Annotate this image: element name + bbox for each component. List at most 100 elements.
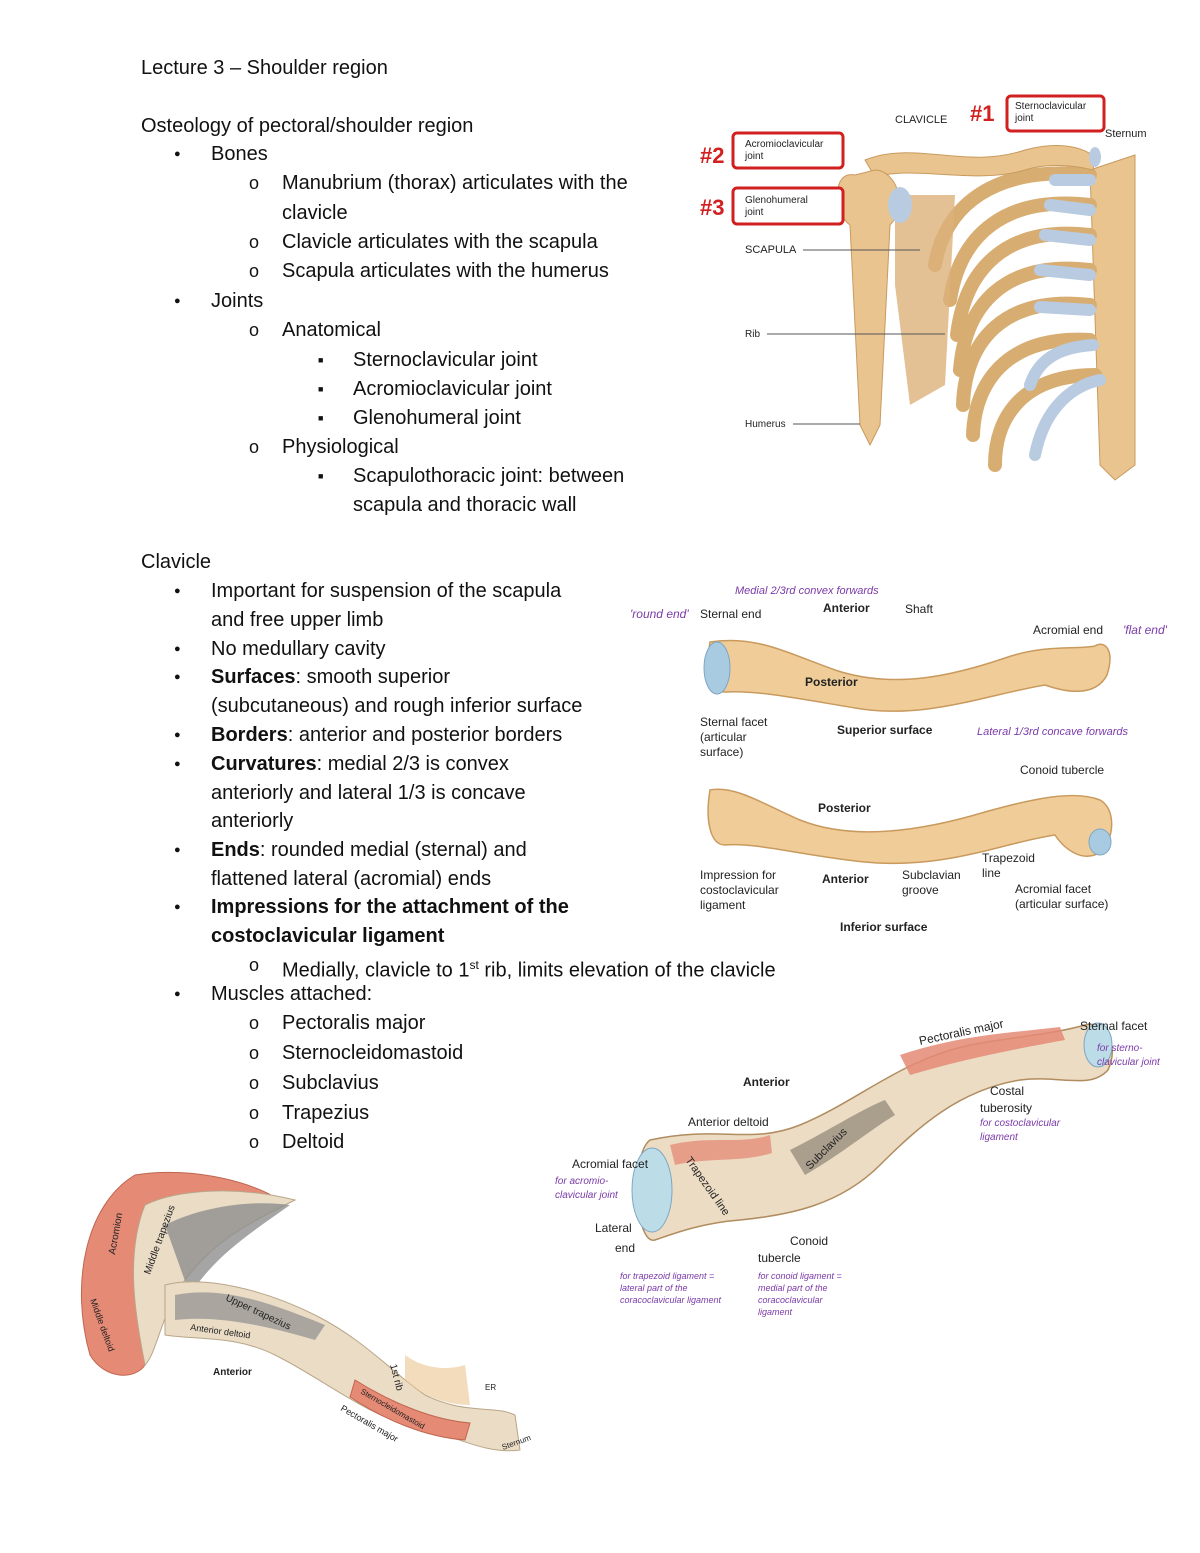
costo-note: ligament xyxy=(980,1132,1019,1143)
clavicle-point: Important for suspension of the scapula xyxy=(211,580,562,602)
flat-end-note: 'flat end' xyxy=(1123,623,1168,637)
clavicle-point: Curvatures: medial 2/3 is convex xyxy=(211,750,509,779)
clavicle-attachments-figure: Pectoralis major Sternal facet for stern… xyxy=(555,1016,1161,1317)
curvatures-term: Curvatures xyxy=(211,753,317,775)
acromial-end-label: Acromial end xyxy=(1033,623,1103,637)
costal-label: tuberosity xyxy=(980,1101,1032,1115)
clavicle-3d-shape xyxy=(636,1023,1113,1241)
pectoralis-area xyxy=(900,1027,1065,1075)
shaft-label: Shaft xyxy=(905,602,934,616)
posterior-label: Posterior xyxy=(818,801,871,815)
clavicle-point: and free upper limb xyxy=(211,609,384,631)
box-acromioclavicular xyxy=(731,131,845,170)
clavicle-heading: Clavicle xyxy=(141,551,212,573)
acromial-facet-cartilage xyxy=(1088,828,1112,856)
circle-bullet-icon xyxy=(249,951,259,980)
circle-bullet-icon xyxy=(249,1069,259,1098)
circle-bullet-icon xyxy=(249,1099,259,1128)
borders-term: Borders xyxy=(211,724,288,746)
sternal-facet-label: Sternal facet xyxy=(1080,1019,1148,1033)
conoid-note: medial part of the xyxy=(758,1283,828,1293)
trap-note: for trapezoid ligament = xyxy=(620,1271,714,1281)
posterior-label: Posterior xyxy=(805,675,858,689)
sternum-label: Sternum xyxy=(1105,128,1147,140)
acromial-facet-shape xyxy=(631,1147,673,1233)
conoid-note: ligament xyxy=(758,1307,793,1317)
clavicle-inferior-shape xyxy=(707,788,1113,865)
trap-note: lateral part of the xyxy=(620,1283,688,1293)
clavicle-label: CLAVICLE xyxy=(895,114,947,126)
deltoid-area xyxy=(670,1135,772,1165)
clavicle-point: flattened lateral (acromial) ends xyxy=(211,868,492,890)
clavicle-point: Surfaces: smooth superior xyxy=(211,663,450,692)
bullet-icon xyxy=(174,836,181,868)
bullet-icon xyxy=(174,750,181,782)
bones-label: Bones xyxy=(211,143,268,165)
trap-note: coracoclavicular ligament xyxy=(620,1295,722,1305)
facet-label: Sternal facet xyxy=(700,715,768,729)
circle-bullet-icon xyxy=(249,433,259,462)
bones-item: clavicle xyxy=(282,202,348,224)
impression-label: costoclavicular xyxy=(700,883,779,897)
anterior-label: Anterior xyxy=(213,1367,252,1378)
lateral-label: end xyxy=(615,1241,635,1255)
physiological-label: Physiological xyxy=(282,436,399,458)
superscript: st xyxy=(469,958,479,972)
subpoint-text: rib, limits elevation of the clavicle xyxy=(478,959,776,982)
circle-bullet-icon xyxy=(249,1039,259,1068)
subpoint-text: Medially, clavicle to 1 xyxy=(282,959,470,982)
circle-bullet-icon xyxy=(249,1128,259,1157)
clavicle-muscles-figure: Acromion Middle trapezius Middle deltoid… xyxy=(80,1171,532,1452)
circle-bullet-icon xyxy=(249,1009,259,1038)
muscle-item: Subclavius xyxy=(282,1072,379,1094)
muscle-item: Sternocleidomastoid xyxy=(282,1042,464,1064)
lateral-note: Lateral 1/3rd concave forwards xyxy=(977,726,1129,738)
sternal-facet-cartilage xyxy=(703,641,731,695)
square-bullet-icon xyxy=(318,346,323,378)
joint-item: Sternoclavicular joint xyxy=(353,349,538,371)
muscles-label: Muscles attached: xyxy=(211,983,373,1005)
trapezoid-label: line xyxy=(982,866,1001,880)
circle-bullet-icon xyxy=(249,257,259,286)
sternal-end-label: Sternal end xyxy=(700,607,761,621)
impression-label: Impression for xyxy=(700,868,776,882)
ends-text: : rounded medial (sternal) and xyxy=(259,839,527,861)
box-text: Acromioclavicular xyxy=(745,139,824,150)
rib-label: Rib xyxy=(745,329,760,340)
clavicle-superior-shape xyxy=(707,639,1111,712)
joints-label: Joints xyxy=(211,290,264,312)
scapula-label: SCAPULA xyxy=(745,244,797,256)
clavicle-point: Impressions for the attachment of the xyxy=(211,896,569,918)
inferior-surface-label: Inferior surface xyxy=(840,920,928,934)
anterior-label: Anterior xyxy=(822,872,869,886)
surfaces-term: Surfaces xyxy=(211,666,296,688)
square-bullet-icon xyxy=(318,375,323,407)
muscle-item: Deltoid xyxy=(282,1131,345,1153)
page-title: Lecture 3 – Shoulder region xyxy=(141,57,388,79)
square-bullet-icon xyxy=(318,404,323,436)
glenoid-cartilage xyxy=(888,187,912,223)
first-rib-shape xyxy=(405,1355,470,1405)
bullet-icon xyxy=(174,577,181,609)
acromial-facet-label: Acromial facet xyxy=(572,1157,649,1171)
square-bullet-icon xyxy=(318,462,323,494)
sternum-shape xyxy=(1089,154,1136,481)
circle-bullet-icon xyxy=(249,169,259,198)
lateral-label: Lateral xyxy=(595,1221,632,1235)
bullet-icon xyxy=(174,893,181,925)
clavicle-surfaces-figure: Medial 2/3rd convex forwards Anterior Sh… xyxy=(630,585,1168,934)
marker-2: #2 xyxy=(700,143,724,168)
acromio-note: clavicular joint xyxy=(555,1190,619,1201)
superior-surface-label: Superior surface xyxy=(837,723,933,737)
marker-1: #1 xyxy=(970,101,994,126)
facet-label: surface) xyxy=(700,745,743,759)
costal-label: Costal xyxy=(990,1084,1024,1098)
muscle-item: Pectoralis major xyxy=(282,1012,426,1034)
sc-cartilage xyxy=(1089,147,1101,167)
bullet-icon xyxy=(174,721,181,753)
curvatures-text: : medial 2/3 is convex xyxy=(316,753,509,775)
pect-major-area xyxy=(349,1379,471,1441)
shoulder-skeleton-figure: CLAVICLE Sternum SCAPULA Rib Humerus Ste… xyxy=(700,94,1147,481)
anterior-label: Anterior xyxy=(743,1075,790,1089)
